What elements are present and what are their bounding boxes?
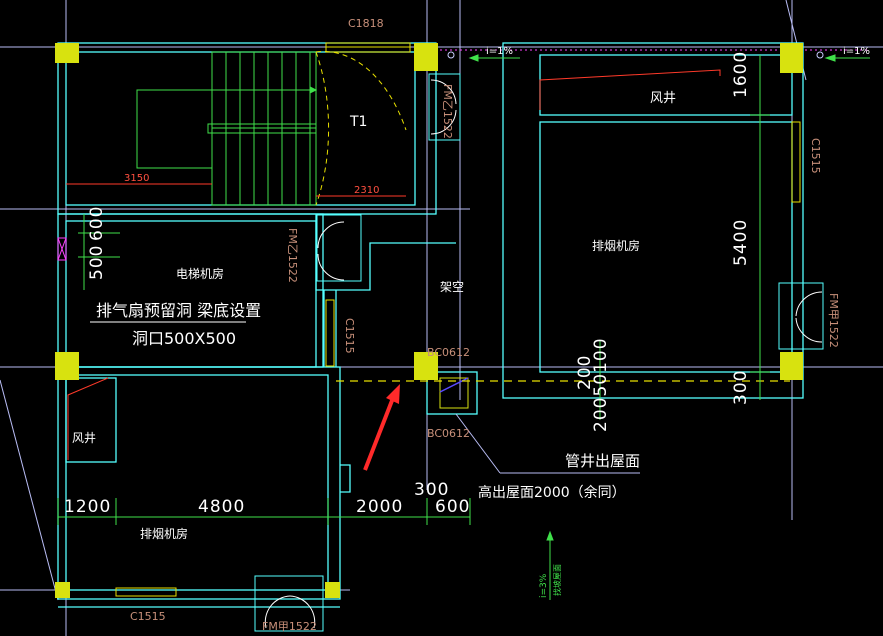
note-pipe-height: 高出屋面2000（余同） [478, 484, 626, 501]
dim-elev-500: 500 [87, 245, 107, 280]
tag-bc-top: BC0612 [427, 346, 470, 359]
column [414, 43, 438, 71]
wall-right-outer [502, 42, 804, 399]
dim-mid-200: 200 [575, 355, 595, 390]
dim-bottom-4800: 4800 [198, 497, 245, 517]
dim-bottom-2000: 2000 [356, 497, 403, 517]
wall-bottom-inner [65, 374, 329, 591]
dim-stair-width: 3150 [124, 173, 149, 184]
fan-shaft-left-mark [67, 377, 109, 460]
windows [115, 42, 801, 597]
window-c1515-bottom [115, 587, 177, 597]
tag-window-bottom: C1515 [130, 610, 166, 623]
slope-arrows [468, 54, 870, 600]
tag-bc-bottom: BC0612 [427, 427, 470, 440]
note-pipe: 管井出屋面 [565, 452, 640, 470]
room-fan-shaft-left: 风井 [72, 431, 96, 445]
dim-bottom-1200: 1200 [64, 497, 111, 517]
window-c1515-mid [325, 299, 335, 367]
note-vent: 排气扇预留洞 梁底设置 [96, 301, 261, 320]
vent-opening [57, 237, 67, 261]
fan-shaft-marks [67, 69, 721, 460]
dimensions [57, 55, 770, 525]
pipe-shaft-outer [426, 371, 478, 415]
pipe-shaft [426, 371, 640, 474]
pipe-marker-icon [447, 51, 455, 59]
room-elevator: 电梯机房 [176, 266, 224, 281]
dim-right-300: 300 [731, 370, 751, 405]
stair [136, 51, 318, 206]
wall-right-inner [539, 121, 793, 373]
stair-arrow-head [309, 86, 318, 94]
dim-right-5400: 5400 [731, 219, 751, 266]
pipe-shaft-inner [439, 377, 469, 409]
axis-diag-left [0, 379, 59, 601]
tag-window-right: C1515 [809, 138, 822, 174]
dim-stair-small: 2310 [354, 185, 379, 196]
wall-fanshaft-left [65, 377, 117, 463]
walls [57, 42, 804, 608]
wall-bottom-outer [57, 366, 341, 600]
fan-shaft-top-mark [539, 69, 721, 110]
column [55, 582, 70, 598]
column [55, 43, 79, 63]
column [414, 352, 438, 380]
room-smoke-right: 排烟机房 [592, 238, 640, 253]
tag-window-mid: C1515 [343, 318, 356, 354]
door-right [778, 282, 824, 350]
room-fan-shaft-top: 风井 [650, 91, 676, 106]
wall-pipe-leg [340, 464, 351, 493]
columns [55, 43, 803, 598]
room-smoke-bottom: 排烟机房 [140, 526, 188, 541]
note-hole: 洞口500X500 [132, 329, 236, 348]
pipe-leader-line [455, 413, 501, 474]
tag-door-bottom: FM甲1522 [262, 620, 317, 633]
column [325, 582, 340, 598]
pipe-shaft-diag [439, 377, 469, 393]
red-pointer-arrow [363, 384, 400, 471]
dim-elev-600: 600 [87, 206, 107, 241]
pipe-marker-icon [816, 51, 824, 59]
slope-top-right: i=1% [843, 46, 870, 57]
tag-door-elevator: FM乙1522 [286, 228, 299, 283]
door-bottom [254, 575, 324, 632]
dim-mid-20050100: 20050100 [591, 337, 611, 432]
door-stair [428, 73, 461, 141]
window-c1515-right [791, 121, 801, 203]
room-stair: T1 [349, 114, 367, 130]
dim-bottom-300: 300 [414, 480, 449, 500]
tag-door-stair: FM乙1522 [441, 84, 454, 139]
tag-window-top: C1818 [348, 17, 384, 30]
slope-bottom-note: 找坡屋面 [552, 564, 562, 596]
doors [254, 73, 824, 632]
wall-corridor [315, 214, 456, 291]
dim-bottom-600: 600 [435, 497, 470, 517]
dim-right-1600: 1600 [731, 51, 751, 98]
slope-top-mid: i=1% [486, 46, 513, 57]
column [780, 43, 803, 73]
door-elevator [316, 214, 362, 282]
stair-handrail [207, 123, 317, 134]
column [780, 352, 803, 380]
column [55, 352, 79, 380]
room-overhead: 架空 [440, 280, 464, 294]
slope-bottom: i=3% [539, 573, 549, 598]
tag-door-right: FM甲1522 [827, 293, 840, 348]
